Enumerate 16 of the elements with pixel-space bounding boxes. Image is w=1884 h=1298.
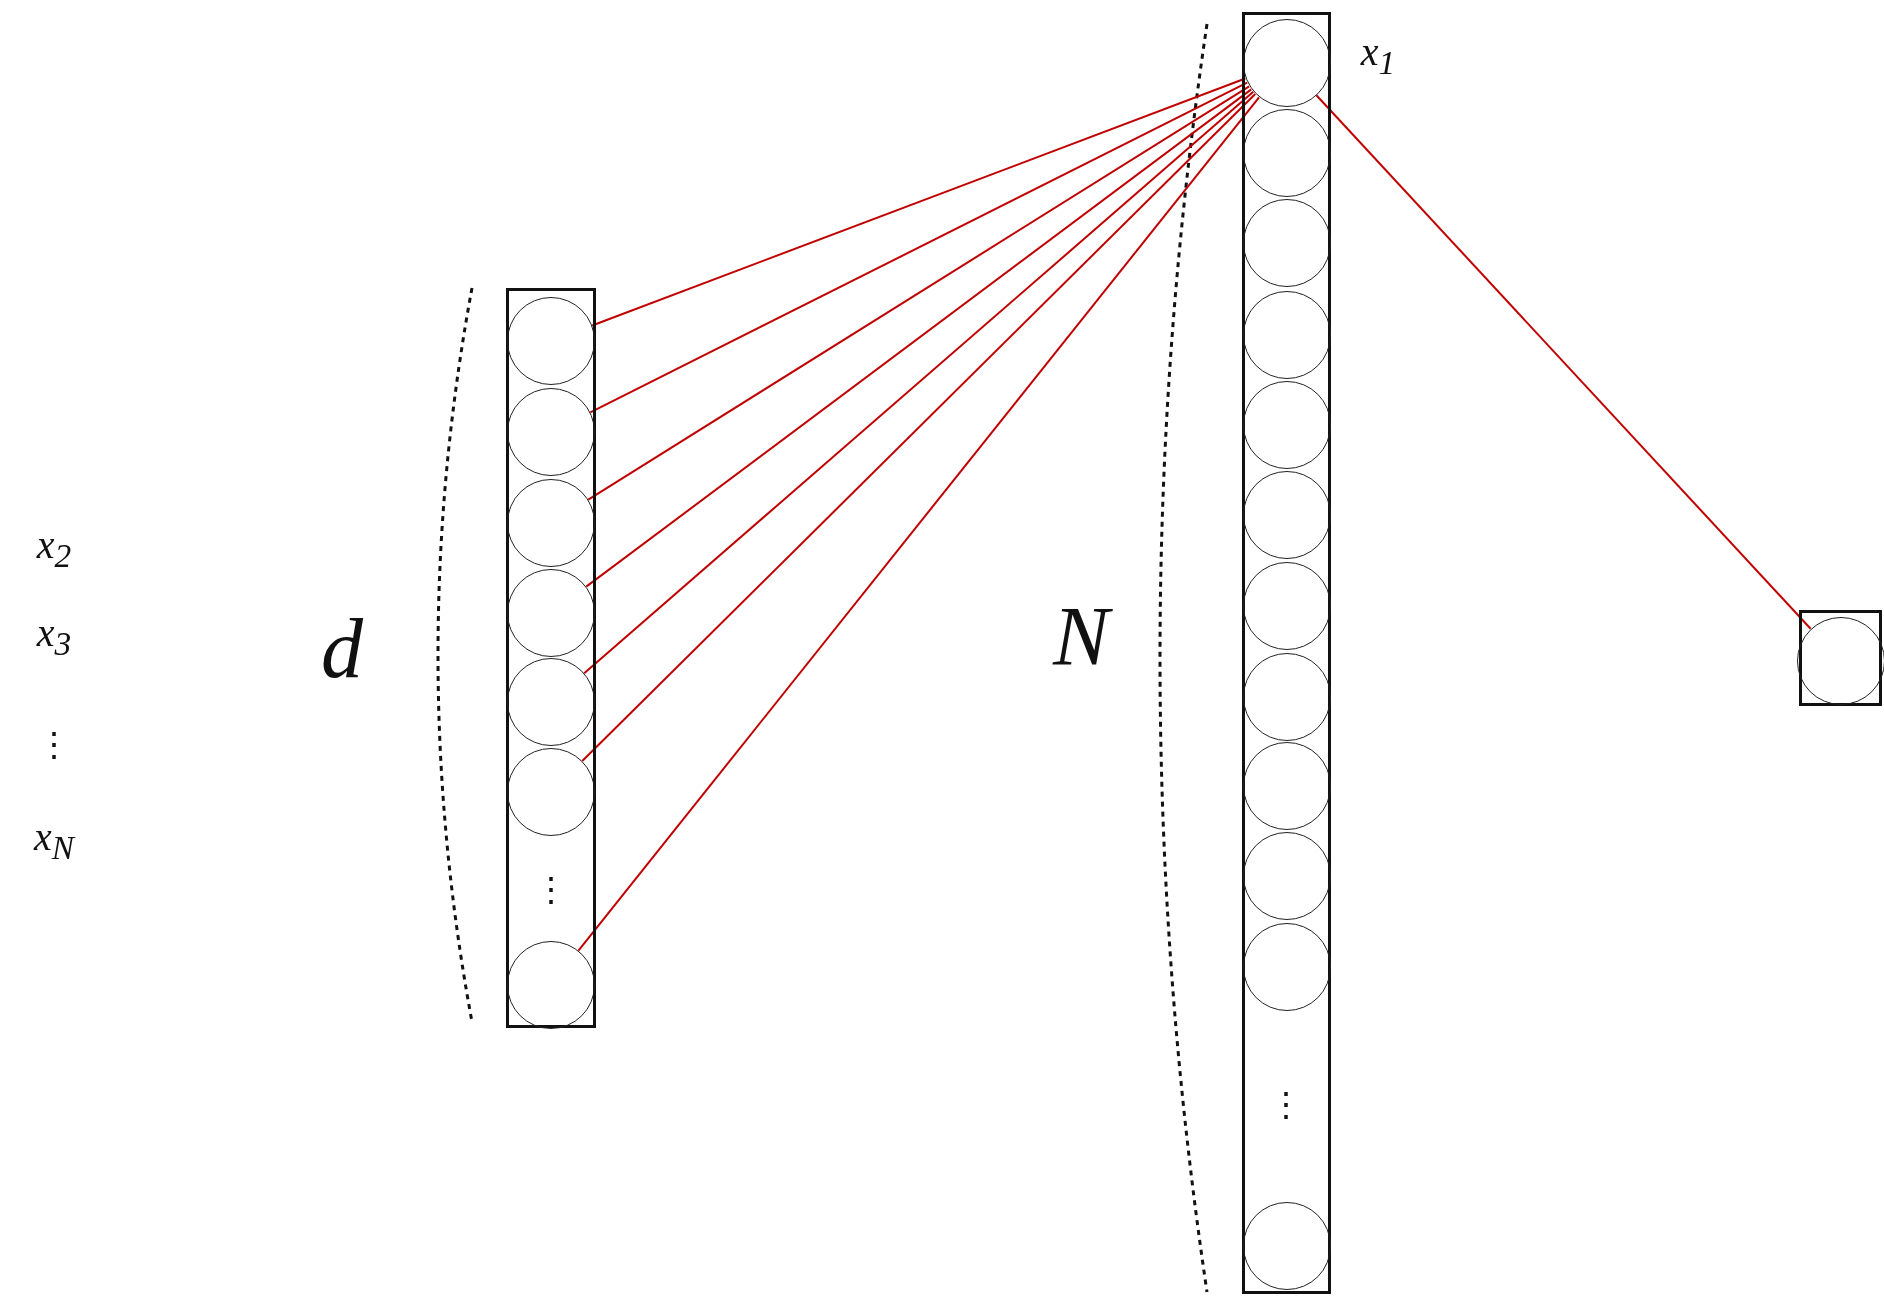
ellipsis-mark: ⋮ [1269,1088,1303,1122]
variable-label: x$_{N}$ [34,817,74,865]
variable-label: x$_{3}$ [36,613,72,661]
connection-line [1315,94,1812,630]
connection-line [589,81,1249,414]
variable-label: x$_{1}$ [1360,32,1396,80]
ellipsis-mark: ⋮ [37,728,71,762]
connection-line [577,96,1261,952]
variable-label: x$_{2}$ [36,525,72,573]
connection-line [587,85,1251,501]
column-box [1242,12,1331,1294]
column-box [506,288,596,1028]
variable-label: d [321,607,363,691]
connection-line [591,77,1247,327]
connection-line [585,88,1253,588]
ellipsis-mark: ⋮ [534,873,568,907]
